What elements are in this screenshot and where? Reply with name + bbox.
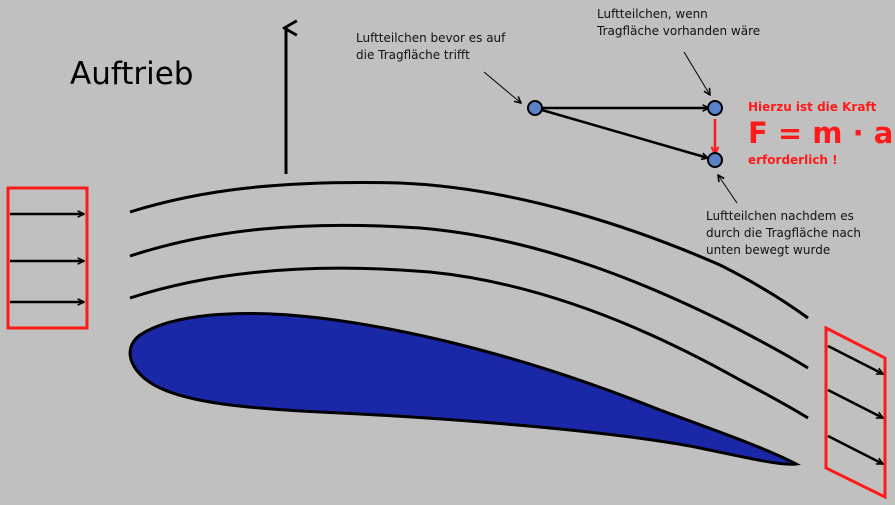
annotation-present-line-2: Tragfläche vorhanden wäre bbox=[597, 24, 761, 38]
force-text-line-1: Hierzu ist die Kraft bbox=[748, 100, 877, 114]
annotation-present: Luftteilchen, wenn Tragfläche vorhanden … bbox=[597, 6, 760, 40]
streamline-1 bbox=[129, 180, 809, 320]
streamline-2 bbox=[129, 223, 809, 370]
annotation-before-line-2: die Tragfläche trifft bbox=[356, 48, 470, 62]
annotation-after-line-2: durch die Tragfläche nach bbox=[706, 226, 862, 240]
force-text-line-3: erforderlich ! bbox=[748, 153, 838, 167]
particle-present bbox=[707, 100, 723, 116]
leader-before bbox=[483, 71, 521, 103]
airfoil bbox=[128, 311, 801, 466]
outflow-arrow-2 bbox=[827, 388, 883, 420]
annotation-after-line-3: unten bewegt wurde bbox=[706, 243, 831, 257]
inflow-box bbox=[6, 186, 89, 330]
leader-after bbox=[718, 175, 738, 204]
annotation-after-line-1: Luftteilchen nachdem es bbox=[706, 209, 854, 223]
particle-before bbox=[527, 100, 543, 116]
force-formula: F = m · a bbox=[748, 116, 894, 150]
particle-after bbox=[707, 152, 723, 168]
annotation-before-line-1: Luftteilchen bevor es auf bbox=[356, 31, 506, 45]
streamline-3 bbox=[129, 266, 809, 420]
path-deflected bbox=[534, 106, 708, 158]
annotation-after: Luftteilchen nachdem es durch die Tragfl… bbox=[706, 208, 861, 259]
outflow-arrow-1 bbox=[827, 344, 883, 376]
outflow-box bbox=[824, 325, 887, 500]
diagram-title: Auftrieb bbox=[70, 56, 194, 92]
leader-present bbox=[683, 51, 710, 95]
annotation-before: Luftteilchen bevor es auf die Tragfläche… bbox=[356, 30, 505, 64]
outflow-arrow-3 bbox=[827, 434, 883, 466]
annotation-present-line-1: Luftteilchen, wenn bbox=[597, 7, 708, 21]
